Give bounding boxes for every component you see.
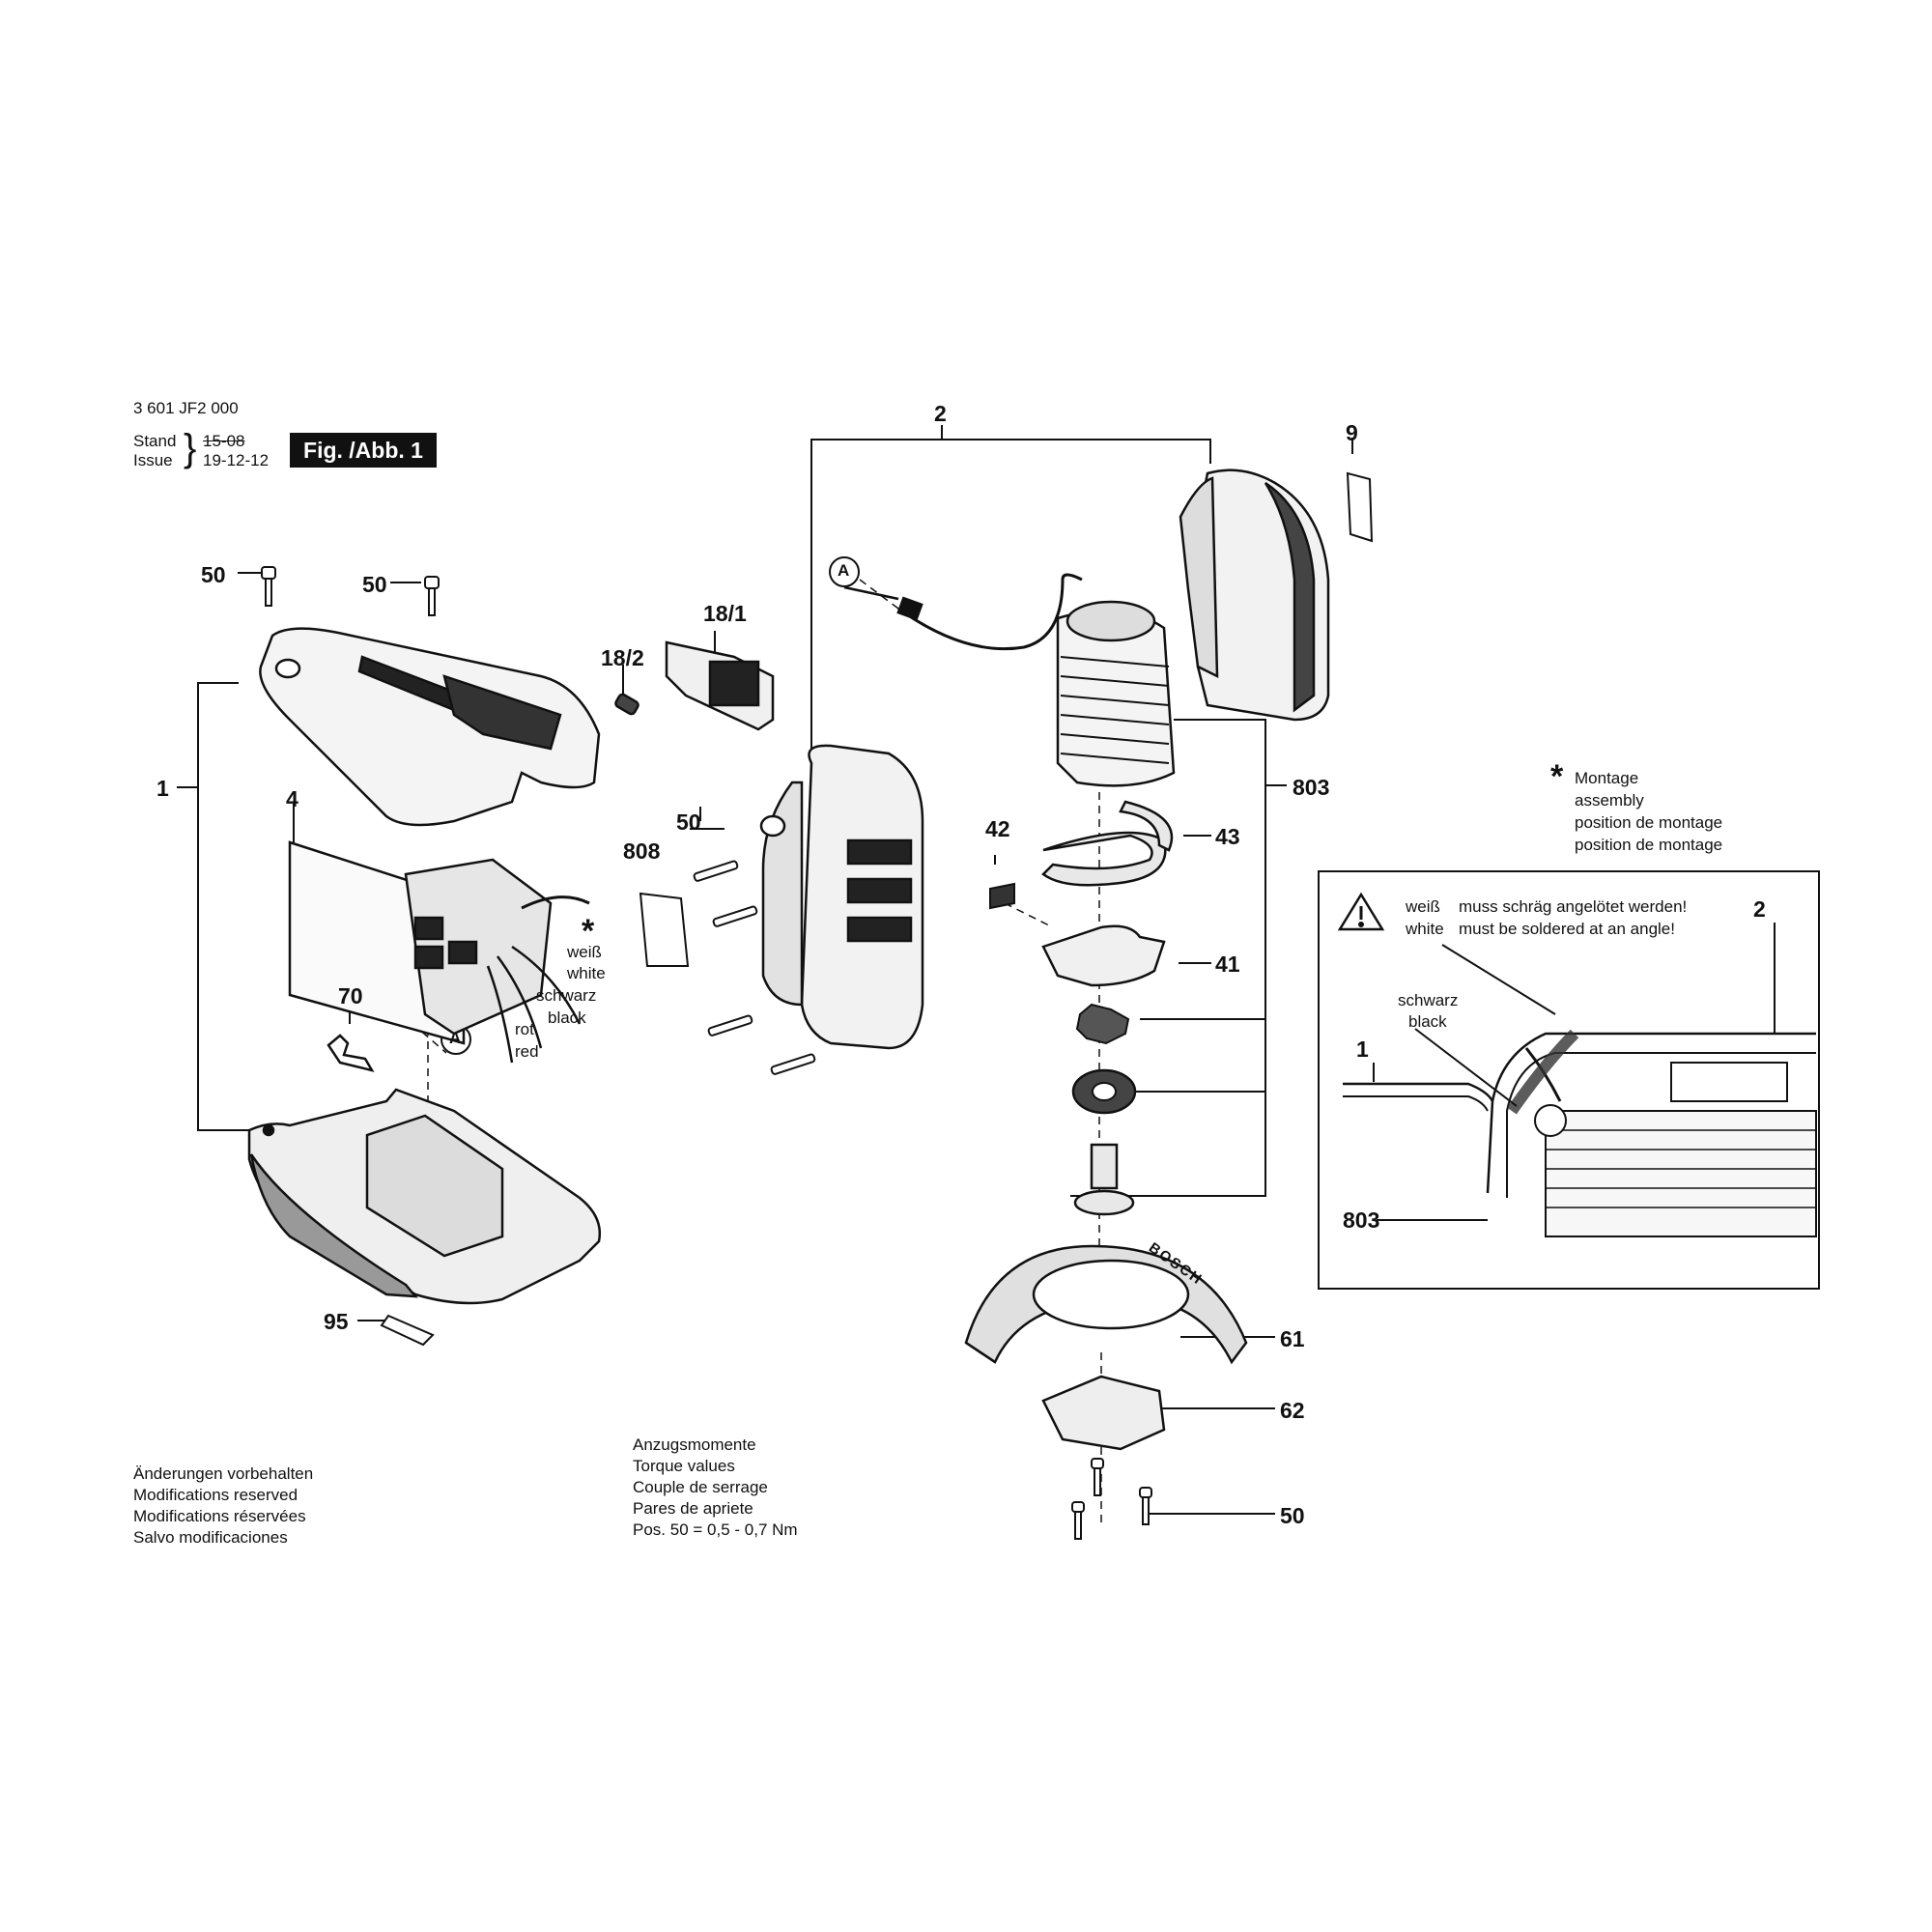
callout-95: 95 xyxy=(324,1309,349,1334)
assembly-line: position de montage xyxy=(1575,813,1723,832)
screw-icon xyxy=(1071,1458,1152,1540)
base-plate-62 xyxy=(1041,1375,1166,1451)
plate-41 xyxy=(1041,924,1166,987)
issue-value: 19-12-12 xyxy=(203,451,270,469)
callout-50: 50 xyxy=(676,810,701,835)
torque-heading: Couple de serrage xyxy=(633,1478,768,1496)
warning-triangle-icon xyxy=(1337,892,1385,931)
assembly-line: position de montage xyxy=(1575,836,1723,854)
clip-42 xyxy=(989,882,1015,910)
callout-18-2: 18/2 xyxy=(601,645,644,670)
lower-housing-shell xyxy=(247,1088,602,1305)
callout-43: 43 xyxy=(1215,824,1240,849)
detail-callout-803: 803 xyxy=(1343,1208,1380,1233)
callout-18-1: 18/1 xyxy=(703,601,747,626)
bracket-803 xyxy=(1070,719,1266,1197)
callout-61: 61 xyxy=(1280,1326,1305,1351)
callout-803: 803 xyxy=(1293,775,1330,800)
torque-heading: Pares de apriete xyxy=(633,1499,753,1518)
marker-a-circle-top xyxy=(829,556,860,587)
figure-label: Fig. /Abb. 1 xyxy=(290,433,437,468)
marker-a: A xyxy=(449,1029,462,1047)
callout-1: 1 xyxy=(156,776,169,801)
assembly-asterisk: * xyxy=(1550,758,1564,795)
detail-callout-1: 1 xyxy=(1356,1037,1369,1062)
switch-slider xyxy=(614,640,775,731)
circuit-board xyxy=(288,840,590,1064)
footer-note: Modifications réservées xyxy=(133,1507,306,1525)
callout-42: 42 xyxy=(985,816,1010,841)
detail-instruction-en: must be soldered at an angle! xyxy=(1459,920,1675,938)
guard-61 xyxy=(964,1244,1248,1365)
screw-icon xyxy=(693,860,816,1075)
wire-label-black: black xyxy=(548,1009,586,1027)
wire-label-rot: rot xyxy=(515,1020,534,1038)
bracket-2 xyxy=(810,439,1211,821)
ring-43 xyxy=(1041,831,1167,887)
torque-value: Pos. 50 = 0,5 - 0,7 Nm xyxy=(633,1520,798,1539)
callout-62: 62 xyxy=(1280,1398,1305,1423)
marker-a: A xyxy=(838,561,850,580)
bracket-1 xyxy=(197,682,249,1131)
assembly-line: Montage xyxy=(1575,769,1639,787)
callout-50: 50 xyxy=(362,572,387,597)
wire-label-red: red xyxy=(515,1042,539,1061)
asterisk-marker: * xyxy=(582,913,595,950)
screw-icon xyxy=(261,566,440,616)
callout-4: 4 xyxy=(286,786,298,811)
detail-schwarz: schwarz xyxy=(1398,991,1459,1009)
callout-9: 9 xyxy=(1346,420,1358,445)
torque-heading: Torque values xyxy=(633,1457,735,1475)
detail-callout-2: 2 xyxy=(1753,896,1766,922)
brace: } xyxy=(184,427,197,469)
motor-housing xyxy=(759,744,924,1050)
rear-housing xyxy=(1179,469,1330,722)
motor-stator xyxy=(843,573,1176,787)
label-9 xyxy=(1346,471,1374,543)
clip-70 xyxy=(327,1034,375,1072)
assembly-line: assembly xyxy=(1575,791,1644,810)
detail-white: white xyxy=(1406,920,1444,938)
detail-weiss: weiß xyxy=(1406,897,1440,916)
torque-heading: Anzugsmomente xyxy=(633,1435,756,1454)
spindle-shaft xyxy=(1073,1143,1135,1216)
footer-note: Änderungen vorbehalten xyxy=(133,1464,314,1483)
label-808 xyxy=(639,892,690,967)
issue-label: Issue xyxy=(133,451,173,469)
footer-note: Salvo modificaciones xyxy=(133,1528,288,1547)
star-coupling xyxy=(1075,1003,1130,1045)
wire-label-white: white xyxy=(567,964,606,982)
callout-70: 70 xyxy=(338,983,363,1009)
label-strip-95 xyxy=(380,1314,435,1347)
detail-black: black xyxy=(1408,1012,1447,1031)
stand-label: Stand xyxy=(133,432,177,450)
callout-2: 2 xyxy=(934,401,947,426)
callout-808: 808 xyxy=(623,838,661,864)
upper-housing-shell xyxy=(259,627,601,827)
stand-value: 15-08 xyxy=(203,432,245,450)
wire-label-schwarz: schwarz xyxy=(536,986,597,1005)
callout-41: 41 xyxy=(1215,952,1240,977)
detail-box xyxy=(1318,870,1820,1290)
callout-50: 50 xyxy=(1280,1503,1305,1528)
doc-number: 3 601 JF2 000 xyxy=(133,399,239,417)
wire-label-weiss: weiß xyxy=(567,943,602,961)
footer-note: Modifications reserved xyxy=(133,1486,298,1504)
callout-50: 50 xyxy=(201,562,226,587)
detail-instruction-de: muss schräg angelötet werden! xyxy=(1459,897,1688,916)
